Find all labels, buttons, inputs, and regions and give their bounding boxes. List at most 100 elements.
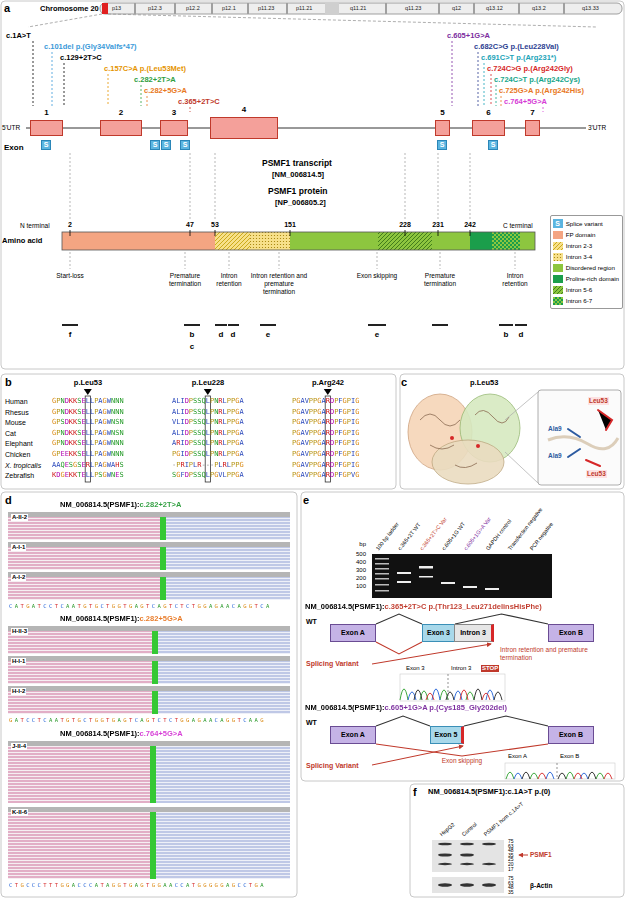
size-marker: 500 bbox=[346, 551, 366, 558]
band-label: q11.21 bbox=[350, 5, 366, 12]
variant-callout: Splicing Variant bbox=[306, 660, 359, 668]
band-label: p13 bbox=[112, 5, 121, 12]
splice-symbol: S bbox=[42, 141, 50, 149]
species-name: Chicken bbox=[5, 450, 30, 459]
sequence-row: GPNDKKSELLPAGWNNN bbox=[52, 439, 124, 448]
legend-pattern bbox=[553, 286, 563, 294]
residue-number: 151 bbox=[280, 221, 300, 229]
trace-label: Exon 3 bbox=[406, 665, 425, 672]
sample-id: H-I-2 bbox=[11, 688, 26, 695]
sequence-row: VLIDPSSQLPNRLPPGA bbox=[172, 418, 244, 427]
size-marker: 35 bbox=[508, 890, 514, 895]
exon-number: 2 bbox=[101, 108, 141, 118]
exon-box: Exon A bbox=[330, 624, 376, 642]
sequence-row: AAQESGSERLPAGWAHS bbox=[52, 461, 124, 470]
sequence-row: -PRIPLR---PLRLPPG bbox=[172, 461, 244, 470]
splice-connector bbox=[455, 614, 548, 624]
band-label: q12 bbox=[452, 5, 461, 12]
size-marker: 400 bbox=[346, 559, 366, 566]
species-name: Human bbox=[5, 397, 28, 406]
sample-id: A-I-1 bbox=[11, 544, 26, 551]
panel-reference: e bbox=[263, 330, 273, 340]
exon-number: 6 bbox=[473, 108, 504, 118]
sequence-row: GPNDKKSELLPAGWNNN bbox=[52, 408, 124, 417]
legend-box: Splice variantFP domainIntron 2-3Intron … bbox=[550, 215, 623, 309]
variant-label: c.101del p.(Gly34Valfs*47) bbox=[44, 42, 137, 51]
wt-label: WT bbox=[306, 618, 317, 626]
variant-title: NM_006814.5(PSMF1):c.282+2T>A bbox=[60, 500, 181, 509]
variant-label: c.157C>A p.(Leu53Met) bbox=[104, 64, 186, 73]
legend-row: FP domain bbox=[553, 229, 619, 240]
sequence-row: PGAVPPGARDPFGPIG bbox=[292, 429, 359, 438]
exon-number: 7 bbox=[526, 108, 539, 118]
terminus-label: N terminal bbox=[20, 222, 50, 230]
legend-row: Intron 6-7 bbox=[553, 295, 619, 306]
band-label: q13.12 bbox=[486, 5, 503, 12]
band-label: p12.2 bbox=[186, 5, 200, 12]
legend-symbol bbox=[553, 242, 563, 250]
splice-symbol: S bbox=[438, 141, 446, 149]
residue-number: 53 bbox=[205, 221, 225, 229]
legend-symbol bbox=[553, 297, 563, 305]
species-name: Mouse bbox=[5, 418, 26, 427]
lane-label: PSMF1 hom c.1A>T bbox=[483, 801, 526, 838]
exon-name: Exon B bbox=[549, 727, 593, 743]
sequence-row: PGAVPPGARDPFGPIG bbox=[292, 439, 359, 448]
effect-label: Exon skipping bbox=[355, 272, 399, 280]
variant-title: NM_006814.5(PSMF1):c.605+1G>A p.(Cys185_… bbox=[305, 703, 507, 712]
exon-box: Exon 5 bbox=[430, 726, 464, 744]
legend-swatch bbox=[553, 231, 563, 239]
sequence-row: PGAVPPGARDPFGPIG bbox=[292, 408, 359, 417]
variant-title: NM_006814.5(PSMF1):c.764+5G>A bbox=[60, 729, 183, 738]
sequence-row: PGAVPPGARDPFGPIG bbox=[292, 397, 359, 406]
sample-id: H-I-1 bbox=[11, 658, 26, 665]
splice-marker: S bbox=[488, 140, 498, 150]
exon-box: 3 bbox=[160, 120, 188, 136]
trace-label: Exon B bbox=[560, 753, 579, 760]
utr-label: 5'UTR bbox=[2, 124, 20, 132]
sample-id: H-II-3 bbox=[11, 628, 28, 635]
legend-text: Intron 6-7 bbox=[566, 297, 592, 304]
sequence-row: PGIDPSSQLPNRLPPGA bbox=[172, 450, 244, 459]
splice-connector bbox=[376, 716, 430, 726]
splice-marker: S bbox=[180, 140, 190, 150]
exon-number: 1 bbox=[31, 108, 62, 118]
variant-label: c.725G>A p.(Arg242His) bbox=[499, 86, 584, 95]
panel-reference: f bbox=[65, 330, 75, 340]
effect-label: Intron retention and premature terminati… bbox=[248, 272, 310, 295]
legend-row: Disordered region bbox=[553, 262, 619, 273]
panel-reference: b bbox=[501, 330, 511, 340]
band-callout: PSMF1 bbox=[530, 851, 552, 859]
variant-label: c.282+5G>A bbox=[144, 86, 187, 95]
species-name: Rhesus bbox=[5, 408, 29, 417]
trace-label: Exon A bbox=[508, 753, 527, 760]
exon-box: Exon 3 bbox=[422, 624, 455, 642]
band-label: p11.23 bbox=[258, 5, 274, 12]
exon-number: 3 bbox=[161, 108, 187, 118]
wt-label: WT bbox=[306, 719, 317, 727]
residue-title: p.Leu228 bbox=[178, 378, 238, 387]
legend-text: Disordered region bbox=[566, 264, 615, 271]
residue-tag: Ala9 bbox=[548, 452, 562, 460]
species-name: Zebrafish bbox=[5, 471, 34, 480]
variant-label: c.691C>T p.(Arg231*) bbox=[481, 53, 556, 62]
legend-row: Intron 3-4 bbox=[553, 251, 619, 262]
variant-title: NM_006814.5(PSMF1):c.365+2T>C p.(Thr123_… bbox=[305, 602, 542, 611]
band-callout: β-Actin bbox=[530, 882, 552, 890]
sequence-row: PGAVPPGARDPFGPIG bbox=[292, 461, 359, 470]
band-label: p12.1 bbox=[222, 5, 236, 12]
panel-reference: d bbox=[216, 330, 226, 340]
sequence-row: ARIDPSSQLPNRLPPGA bbox=[172, 439, 244, 448]
legend-text: Intron 5-6 bbox=[566, 286, 592, 293]
exon-number: 5 bbox=[436, 108, 449, 118]
size-marker: 300 bbox=[346, 567, 366, 574]
size-marker: 17 bbox=[508, 867, 514, 872]
sequence-row: PGAVPPGARDPFGPIG bbox=[292, 418, 359, 427]
size-marker: bp bbox=[346, 541, 366, 548]
exon-name: Exon A bbox=[331, 727, 375, 743]
sequence-row: ALIDPSSQLPNRLPPGA bbox=[172, 429, 244, 438]
exon-name: Exon B bbox=[549, 625, 593, 641]
exon-name: Exon 3 bbox=[423, 625, 454, 641]
splice-marker: S bbox=[41, 140, 51, 150]
